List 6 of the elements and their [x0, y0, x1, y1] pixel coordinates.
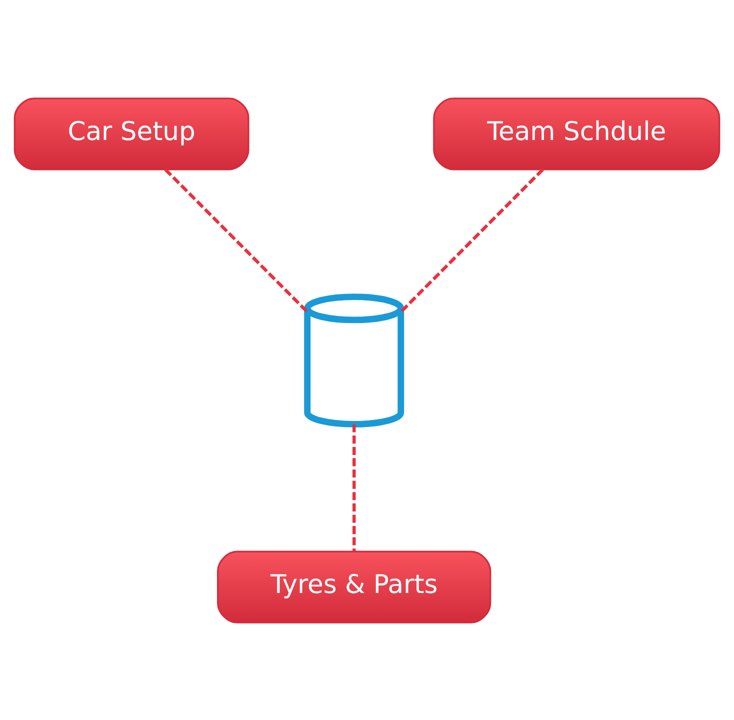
- node-box: Team Schdule: [433, 97, 720, 170]
- node-box: Tyres & Parts: [217, 550, 492, 623]
- connector: [164, 168, 308, 312]
- connector: [400, 168, 544, 312]
- connector: [352, 424, 356, 551]
- node-box: Car Setup: [14, 97, 250, 170]
